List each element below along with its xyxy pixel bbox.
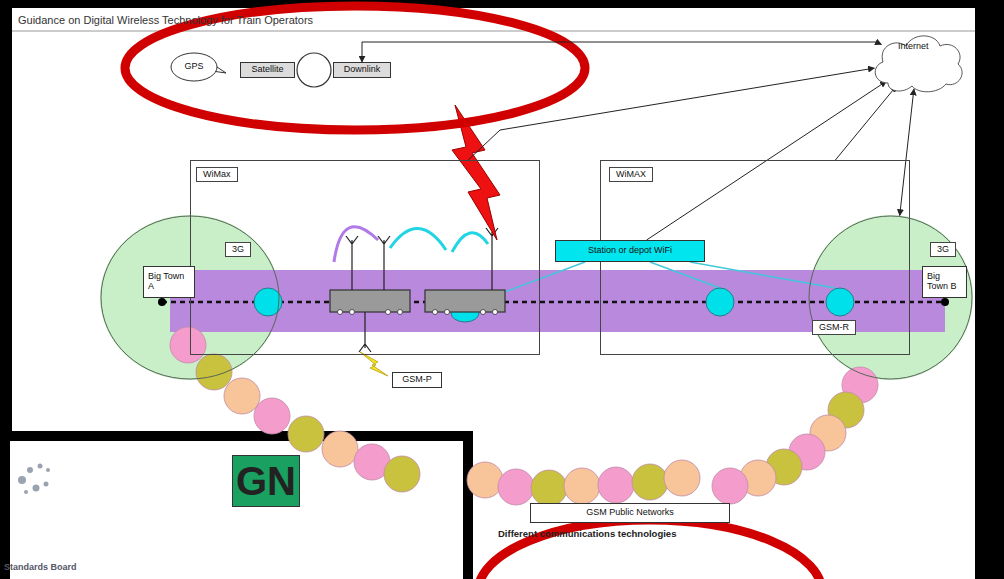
- node-label: GN: [236, 461, 296, 501]
- connector: [900, 89, 914, 216]
- network-cell: [564, 468, 600, 504]
- downlink-box: Downlink: [333, 62, 391, 78]
- public-network-box: GSM Public Networks: [530, 503, 730, 523]
- node-label: Internet: [898, 42, 929, 52]
- region-fills: [100, 215, 973, 380]
- node-label: GSM-R: [812, 320, 856, 335]
- network-cell: [531, 470, 567, 506]
- node-label: 3G: [930, 242, 956, 257]
- network-cell: [288, 416, 324, 452]
- node-label: GSM-P: [402, 375, 432, 385]
- cloud-outline: [868, 28, 966, 94]
- node-label: Station or depot WiFi: [588, 246, 672, 256]
- wimax-region: WiMax: [190, 160, 540, 355]
- internet-cloud: Internet: [868, 28, 966, 94]
- connector: [835, 86, 896, 160]
- network-chains: [170, 327, 878, 506]
- node-label: Big Town B: [927, 272, 962, 292]
- network-cell: [664, 460, 700, 496]
- node-label: WiMAX: [609, 167, 653, 182]
- network-cell: [384, 456, 420, 492]
- network-cell: [224, 378, 260, 414]
- gps-bubble: GPS: [170, 52, 218, 82]
- downlink-dish: [297, 53, 331, 87]
- gsm-p-box: GSM-P: [392, 372, 442, 388]
- wifi-spots: [254, 288, 854, 322]
- standards-box: [5, 436, 468, 579]
- gn-badge: GN: [232, 455, 300, 507]
- town-box: Big Town A: [143, 266, 195, 298]
- section-heading: Different communications technologies: [498, 528, 676, 539]
- title-rule: [12, 31, 975, 32]
- network-cell: [170, 327, 206, 363]
- node-label: Big Town A: [148, 272, 190, 292]
- node-label: Satellite: [251, 65, 283, 75]
- network-cell: [322, 431, 358, 467]
- network-cell: [467, 462, 503, 498]
- antennas: [346, 228, 498, 352]
- network-cell: [632, 464, 668, 500]
- network-cell: [712, 468, 748, 504]
- satellite-box: Satellite: [240, 62, 295, 78]
- logo-text: Standards Board: [4, 562, 77, 572]
- town-box: Big Town B: [922, 266, 967, 298]
- node-label: Downlink: [344, 65, 381, 75]
- coverage-outline: [809, 216, 972, 379]
- gsm-r-band: GSM-R: [170, 270, 945, 332]
- lightning-bolt: [360, 352, 388, 376]
- cloud-outline: [875, 36, 962, 92]
- node-label: GSM Public Networks: [586, 508, 674, 518]
- wifi-box: Station or depot WiFi: [555, 240, 705, 262]
- connector: [362, 42, 881, 62]
- connector: [468, 68, 874, 160]
- coverage-outline: [101, 216, 279, 379]
- highlight-rings: [125, 6, 822, 579]
- node-label: 3G: [225, 242, 251, 257]
- wifi-links: [470, 262, 835, 305]
- network-cell: [498, 469, 534, 505]
- network-cell: [598, 467, 634, 503]
- network-cell: [254, 398, 290, 434]
- node-label: GPS: [184, 62, 203, 72]
- trains: [330, 290, 505, 315]
- bubble-outline: [171, 53, 217, 81]
- radio-arcs: [334, 227, 488, 262]
- node-label: WiMax: [196, 167, 238, 182]
- page-title: Guidance on Digital Wireless Technology …: [18, 14, 313, 26]
